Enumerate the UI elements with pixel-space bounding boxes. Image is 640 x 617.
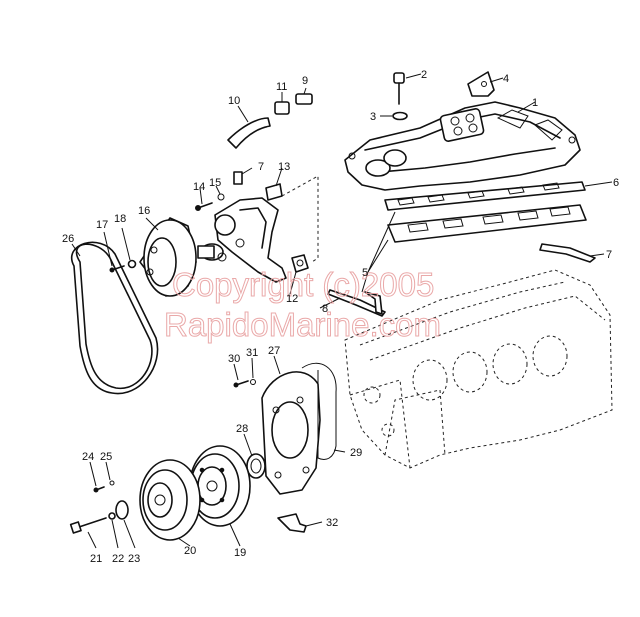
timing-cover-gasket xyxy=(301,362,337,460)
callout-6: 6 xyxy=(613,177,619,189)
callout-2: 2 xyxy=(421,69,427,81)
water-pump-gasket xyxy=(291,254,309,273)
intake-manifold xyxy=(344,101,581,191)
callout-numbers: 1 2 3 4 5 6 7 7 8 9 10 11 12 13 14 15 16… xyxy=(62,69,619,565)
lock-washer xyxy=(109,480,115,486)
balancer-bolt xyxy=(75,517,107,529)
callout-9: 9 xyxy=(302,75,308,87)
callout-12: 12 xyxy=(286,293,298,305)
callout-16: 16 xyxy=(138,205,150,217)
callout-19: 19 xyxy=(234,547,246,559)
callout-28: 28 xyxy=(236,423,248,435)
callout-17: 17 xyxy=(96,219,108,231)
pulley-washer xyxy=(127,259,137,269)
crankshaft-pulley xyxy=(139,459,201,541)
callout-13: 13 xyxy=(278,161,290,173)
timing-cover xyxy=(261,371,321,495)
callout-20: 20 xyxy=(184,545,196,557)
engine-block xyxy=(344,269,613,469)
callout-30: 30 xyxy=(228,353,240,365)
dowel-pin xyxy=(233,171,243,185)
end-seal-front xyxy=(327,289,386,317)
callout-32: 32 xyxy=(326,517,338,529)
callout-10: 10 xyxy=(228,95,240,107)
callout-25: 25 xyxy=(100,451,112,463)
callout-31: 31 xyxy=(246,347,258,359)
callout-7-seal: 7 xyxy=(606,249,612,261)
balancer-washer xyxy=(108,512,116,520)
callout-15: 15 xyxy=(209,177,221,189)
callout-22: 22 xyxy=(112,553,124,565)
crank-seal xyxy=(246,453,266,479)
callout-29: 29 xyxy=(350,447,362,459)
callout-11: 11 xyxy=(276,81,287,93)
hose-fitting xyxy=(295,93,313,105)
callout-4: 4 xyxy=(503,73,509,85)
callout-23: 23 xyxy=(128,553,140,565)
callout-7-pump: 7 xyxy=(258,161,264,173)
leader-lines xyxy=(71,73,613,549)
callout-26: 26 xyxy=(62,233,74,245)
callout-21: 21 xyxy=(90,553,102,565)
callout-1: 1 xyxy=(532,97,538,109)
manifold-gasket-lower xyxy=(387,204,587,243)
pump-washer xyxy=(217,193,225,201)
manifold-washer xyxy=(392,111,408,121)
callout-8: 8 xyxy=(322,303,328,315)
cover-washer xyxy=(250,379,256,385)
callout-18: 18 xyxy=(114,213,126,225)
bypass-hose xyxy=(227,117,271,149)
callout-14: 14 xyxy=(193,181,205,193)
drive-belt xyxy=(75,243,153,390)
balancer-plate xyxy=(115,500,129,520)
callout-5: 5 xyxy=(362,267,368,279)
watermark-line-2: RapidoMarine.com xyxy=(164,306,441,343)
water-pump xyxy=(197,197,287,283)
timing-bracket xyxy=(277,513,307,533)
end-seal-rear xyxy=(539,243,596,263)
manifold-gasket-upper xyxy=(384,181,586,211)
harmonic-balancer xyxy=(189,445,251,527)
water-pump-pulley xyxy=(139,217,197,297)
callout-24: 24 xyxy=(82,451,94,463)
outlet-gasket xyxy=(265,183,283,201)
callout-27: 27 xyxy=(268,345,280,357)
watermark-line-1: Copyright (c)2005 xyxy=(172,266,434,303)
callout-3: 3 xyxy=(370,111,376,123)
hose-clamp xyxy=(274,101,290,115)
manifold-bolt xyxy=(393,72,405,105)
